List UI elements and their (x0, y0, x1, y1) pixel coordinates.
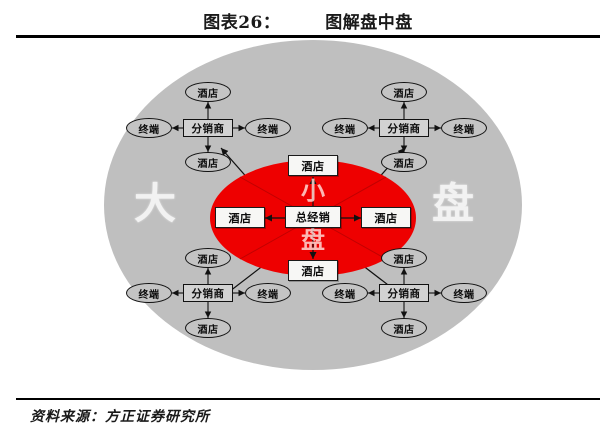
hotel-bottom-left-lower[interactable]: 酒店 (185, 318, 231, 338)
inner-zone-bottom-word: 盘 (301, 226, 325, 254)
footer-divider (16, 398, 600, 400)
page-title: 图解盘中盘 (325, 13, 413, 33)
hotel-top-right-upper[interactable]: 酒店 (381, 82, 427, 102)
hotel-top-left-upper[interactable]: 酒店 (185, 82, 231, 102)
terminal-bottom-right-west[interactable]: 终端 (322, 283, 368, 303)
distributor-bottom-left[interactable]: 分销商 (183, 284, 233, 302)
outer-zone-right-word: 盘 (432, 179, 475, 228)
terminal-top-right-west[interactable]: 终端 (322, 118, 368, 138)
distributor-top-left[interactable]: 分销商 (183, 119, 233, 137)
diagram-canvas: 大 盘 小 盘 总经销 酒店 酒店 酒店 酒店 分销商 酒店 酒店 终端 终端 … (0, 40, 616, 395)
cluster-arrows-top-left (172, 102, 245, 152)
terminal-top-right-east[interactable]: 终端 (441, 118, 487, 138)
outer-zone-left-word: 大 (134, 179, 177, 228)
terminal-top-left-west[interactable]: 终端 (126, 118, 172, 138)
hotel-bottom-right-lower[interactable]: 酒店 (381, 318, 427, 338)
figure-title-row: 图表26： 图解盘中盘 (0, 8, 616, 34)
center-hotel-bottom[interactable]: 酒店 (288, 260, 338, 281)
figure-number-label: 图表26： (203, 13, 281, 33)
terminal-top-left-east[interactable]: 终端 (245, 118, 291, 138)
cluster-arrows-bottom-right (368, 268, 441, 318)
hotel-top-left-lower[interactable]: 酒店 (185, 152, 231, 172)
terminal-bottom-left-west[interactable]: 终端 (126, 283, 172, 303)
inner-zone-top-word: 小 (301, 177, 325, 205)
distributor-top-right[interactable]: 分销商 (379, 119, 429, 137)
hotel-bottom-left-upper[interactable]: 酒店 (185, 248, 231, 268)
terminal-bottom-right-east[interactable]: 终端 (441, 283, 487, 303)
center-hotel-left[interactable]: 酒店 (215, 207, 265, 228)
center-hotel-right[interactable]: 酒店 (361, 207, 411, 228)
center-hotel-top[interactable]: 酒店 (288, 155, 338, 176)
hotel-top-right-lower[interactable]: 酒店 (381, 152, 427, 172)
cluster-arrows-top-right (368, 102, 441, 152)
hotel-bottom-right-upper[interactable]: 酒店 (381, 248, 427, 268)
source-row: 资料来源：方正证券研究所 (30, 406, 530, 430)
header-divider (16, 35, 600, 38)
terminal-bottom-left-east[interactable]: 终端 (245, 283, 291, 303)
distributor-bottom-right[interactable]: 分销商 (379, 284, 429, 302)
center-hub-node[interactable]: 总经销 (285, 206, 341, 228)
cluster-arrows-bottom-left (172, 268, 245, 318)
source-note: 资料来源：方正证券研究所 (30, 409, 210, 425)
